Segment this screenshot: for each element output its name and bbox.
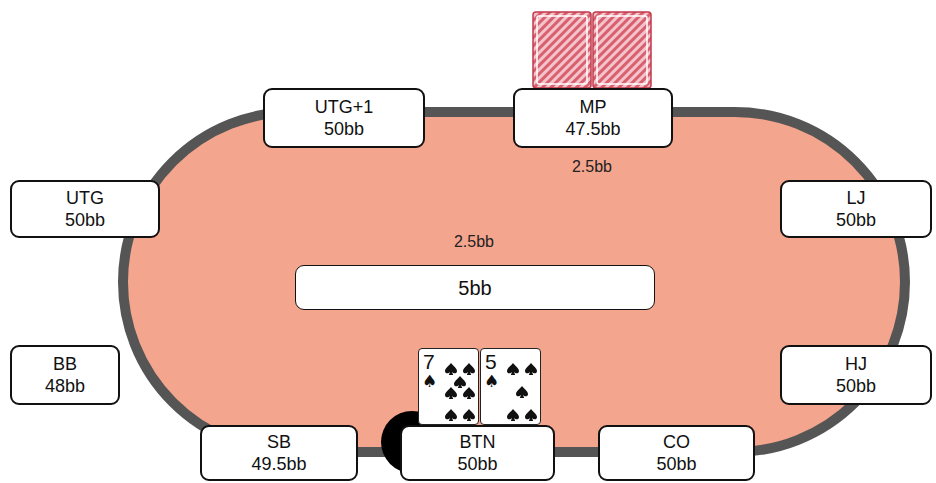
suit-pip (525, 363, 537, 375)
seat-box: MP47.5bb (513, 88, 673, 148)
card-rank: 7 (423, 351, 435, 373)
seat-name: HJ (845, 353, 867, 375)
seat-name: UTG+1 (315, 96, 374, 118)
seat-box: SB49.5bb (200, 425, 358, 481)
card-back-frame (597, 16, 647, 84)
playing-card: 7♠ (418, 348, 479, 425)
seat-name: LJ (846, 187, 865, 209)
seat-box: UTG50bb (10, 180, 160, 238)
seat-name: SB (267, 431, 291, 453)
seat-box: HJ50bb (780, 345, 932, 405)
pot-amount: 5bb (458, 276, 491, 300)
card-suit: ♠ (422, 372, 437, 390)
suit-pip (463, 409, 475, 421)
stack-size: 50bb (65, 209, 105, 231)
suit-pip (445, 387, 457, 399)
card-back (593, 12, 651, 88)
suit-pip (445, 409, 457, 421)
suit-pip (454, 376, 466, 388)
seat-box: UTG+150bb (263, 88, 425, 148)
card-suit: ♠ (484, 372, 499, 390)
stack-size: 50bb (324, 118, 364, 140)
seat-name: UTG (66, 187, 104, 209)
seat-name: BB (53, 353, 77, 375)
suit-pip (445, 363, 457, 375)
seat-name: CO (663, 431, 690, 453)
card-back (533, 12, 591, 88)
seat-name: BTN (460, 431, 496, 453)
stack-size: 50bb (836, 375, 876, 397)
seat-box: CO50bb (598, 425, 755, 481)
playing-card: 5♠ (480, 348, 541, 425)
suit-pip (463, 387, 475, 399)
stack-size: 50bb (836, 209, 876, 231)
suit-pip (525, 409, 537, 421)
suit-pip (463, 363, 475, 375)
seat-box: BTN50bb (400, 425, 555, 481)
suit-pip (507, 363, 519, 375)
stack-size: 49.5bb (251, 453, 306, 475)
seat-box: LJ50bb (780, 180, 932, 238)
stack-size: 50bb (656, 453, 696, 475)
card-back-frame (537, 16, 587, 84)
seat-box: BB48bb (10, 345, 120, 405)
pot-box: 5bb (295, 265, 655, 310)
suit-pip (516, 386, 528, 398)
stack-size: 47.5bb (565, 118, 620, 140)
stack-size: 48bb (45, 375, 85, 397)
bet-amount: 2.5bb (572, 158, 612, 176)
card-backs (533, 12, 651, 88)
stack-size: 50bb (457, 453, 497, 475)
bet-amount: 2.5bb (454, 233, 494, 251)
seat-name: MP (580, 96, 607, 118)
suit-pip (507, 409, 519, 421)
card-rank: 5 (485, 351, 497, 373)
